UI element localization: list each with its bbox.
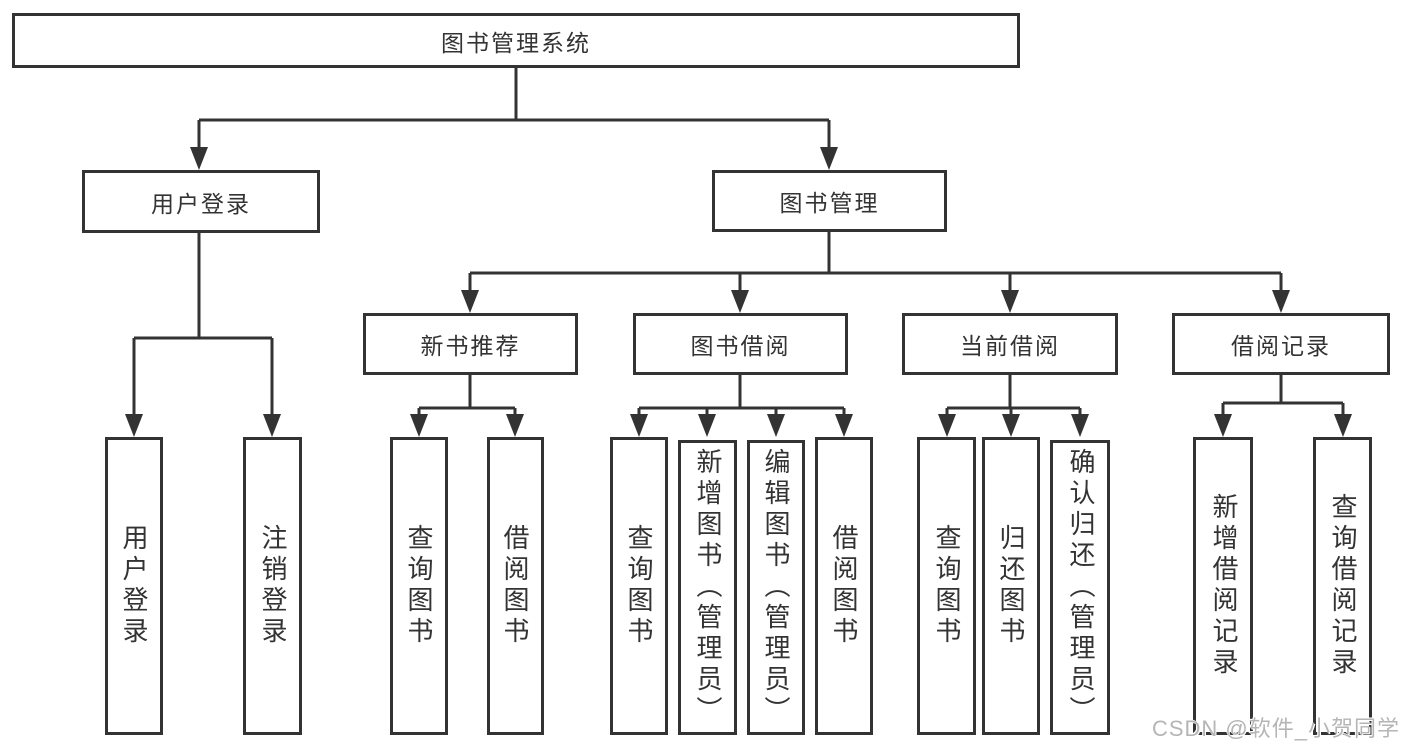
connector-new-book-to-leaves: [417, 375, 517, 421]
watermark: CSDN @软件_小贺同学: [1151, 716, 1400, 741]
leaf-current-return-books: 归还图书: [982, 437, 1040, 735]
arrow-down-icon: [938, 414, 956, 437]
arrow-down-icon: [1002, 414, 1020, 437]
connector-root-to-level2: [197, 68, 831, 152]
leaf-current-query-books: 查询图书: [917, 437, 976, 735]
node-current-borrow: 当前借阅: [902, 313, 1118, 375]
leaf-current-confirm-return-admin: 确认归还（管理员）: [1050, 440, 1110, 735]
arrow-down-icon: [506, 414, 524, 437]
leaf-records-add-borrow-record: 新增借阅记录: [1193, 437, 1253, 735]
node-book-management: 图书管理: [712, 170, 947, 232]
leaf-borrow-edit-books-admin: 编辑图书（管理员）: [747, 440, 805, 735]
leaf-records-query-borrow-record: 查询借阅记录: [1313, 437, 1372, 735]
arrowheads: [125, 147, 1352, 437]
leaf-newrec-borrow-books: 借阅图书: [487, 437, 544, 735]
arrow-down-icon: [731, 290, 749, 313]
arrow-down-icon: [461, 290, 479, 313]
arrow-down-icon: [630, 414, 648, 437]
arrow-down-icon: [263, 414, 281, 437]
arrow-down-icon: [125, 414, 143, 437]
leaf-borrow-borrow-books: 借阅图书: [815, 437, 873, 735]
leaf-borrow-query-books: 查询图书: [610, 437, 668, 735]
leaf-newrec-query-books: 查询图书: [390, 437, 448, 735]
arrow-down-icon: [190, 147, 208, 170]
arrow-down-icon: [1071, 414, 1089, 437]
node-book-borrow: 图书借阅: [633, 313, 848, 375]
arrow-down-icon: [698, 414, 716, 437]
node-user-login: 用户登录: [82, 170, 320, 233]
arrow-down-icon: [835, 414, 853, 437]
connector-book-borrow-to-leaves: [637, 375, 846, 421]
arrow-down-icon: [767, 414, 785, 437]
arrow-down-icon: [1214, 414, 1232, 437]
arrow-down-icon: [1334, 414, 1352, 437]
arrow-down-icon: [820, 147, 838, 170]
leaf-borrow-add-books-admin: 新增图书（管理员）: [678, 440, 737, 735]
arrow-down-icon: [1272, 290, 1290, 313]
connector-user-login-to-leaves: [132, 233, 274, 419]
arrow-down-icon: [1001, 290, 1019, 313]
node-borrow-records: 借阅记录: [1172, 313, 1390, 375]
node-library-management-system: 图书管理系统: [12, 13, 1020, 68]
node-new-book-recommend: 新书推荐: [363, 313, 578, 375]
leaf-user-login: 用户登录: [105, 437, 163, 735]
connector-borrow-records-to-leaves: [1221, 375, 1345, 421]
connector-book-mgmt-to-level3: [468, 232, 1283, 295]
leaf-logout: 注销登录: [243, 437, 302, 735]
arrow-down-icon: [410, 414, 428, 437]
